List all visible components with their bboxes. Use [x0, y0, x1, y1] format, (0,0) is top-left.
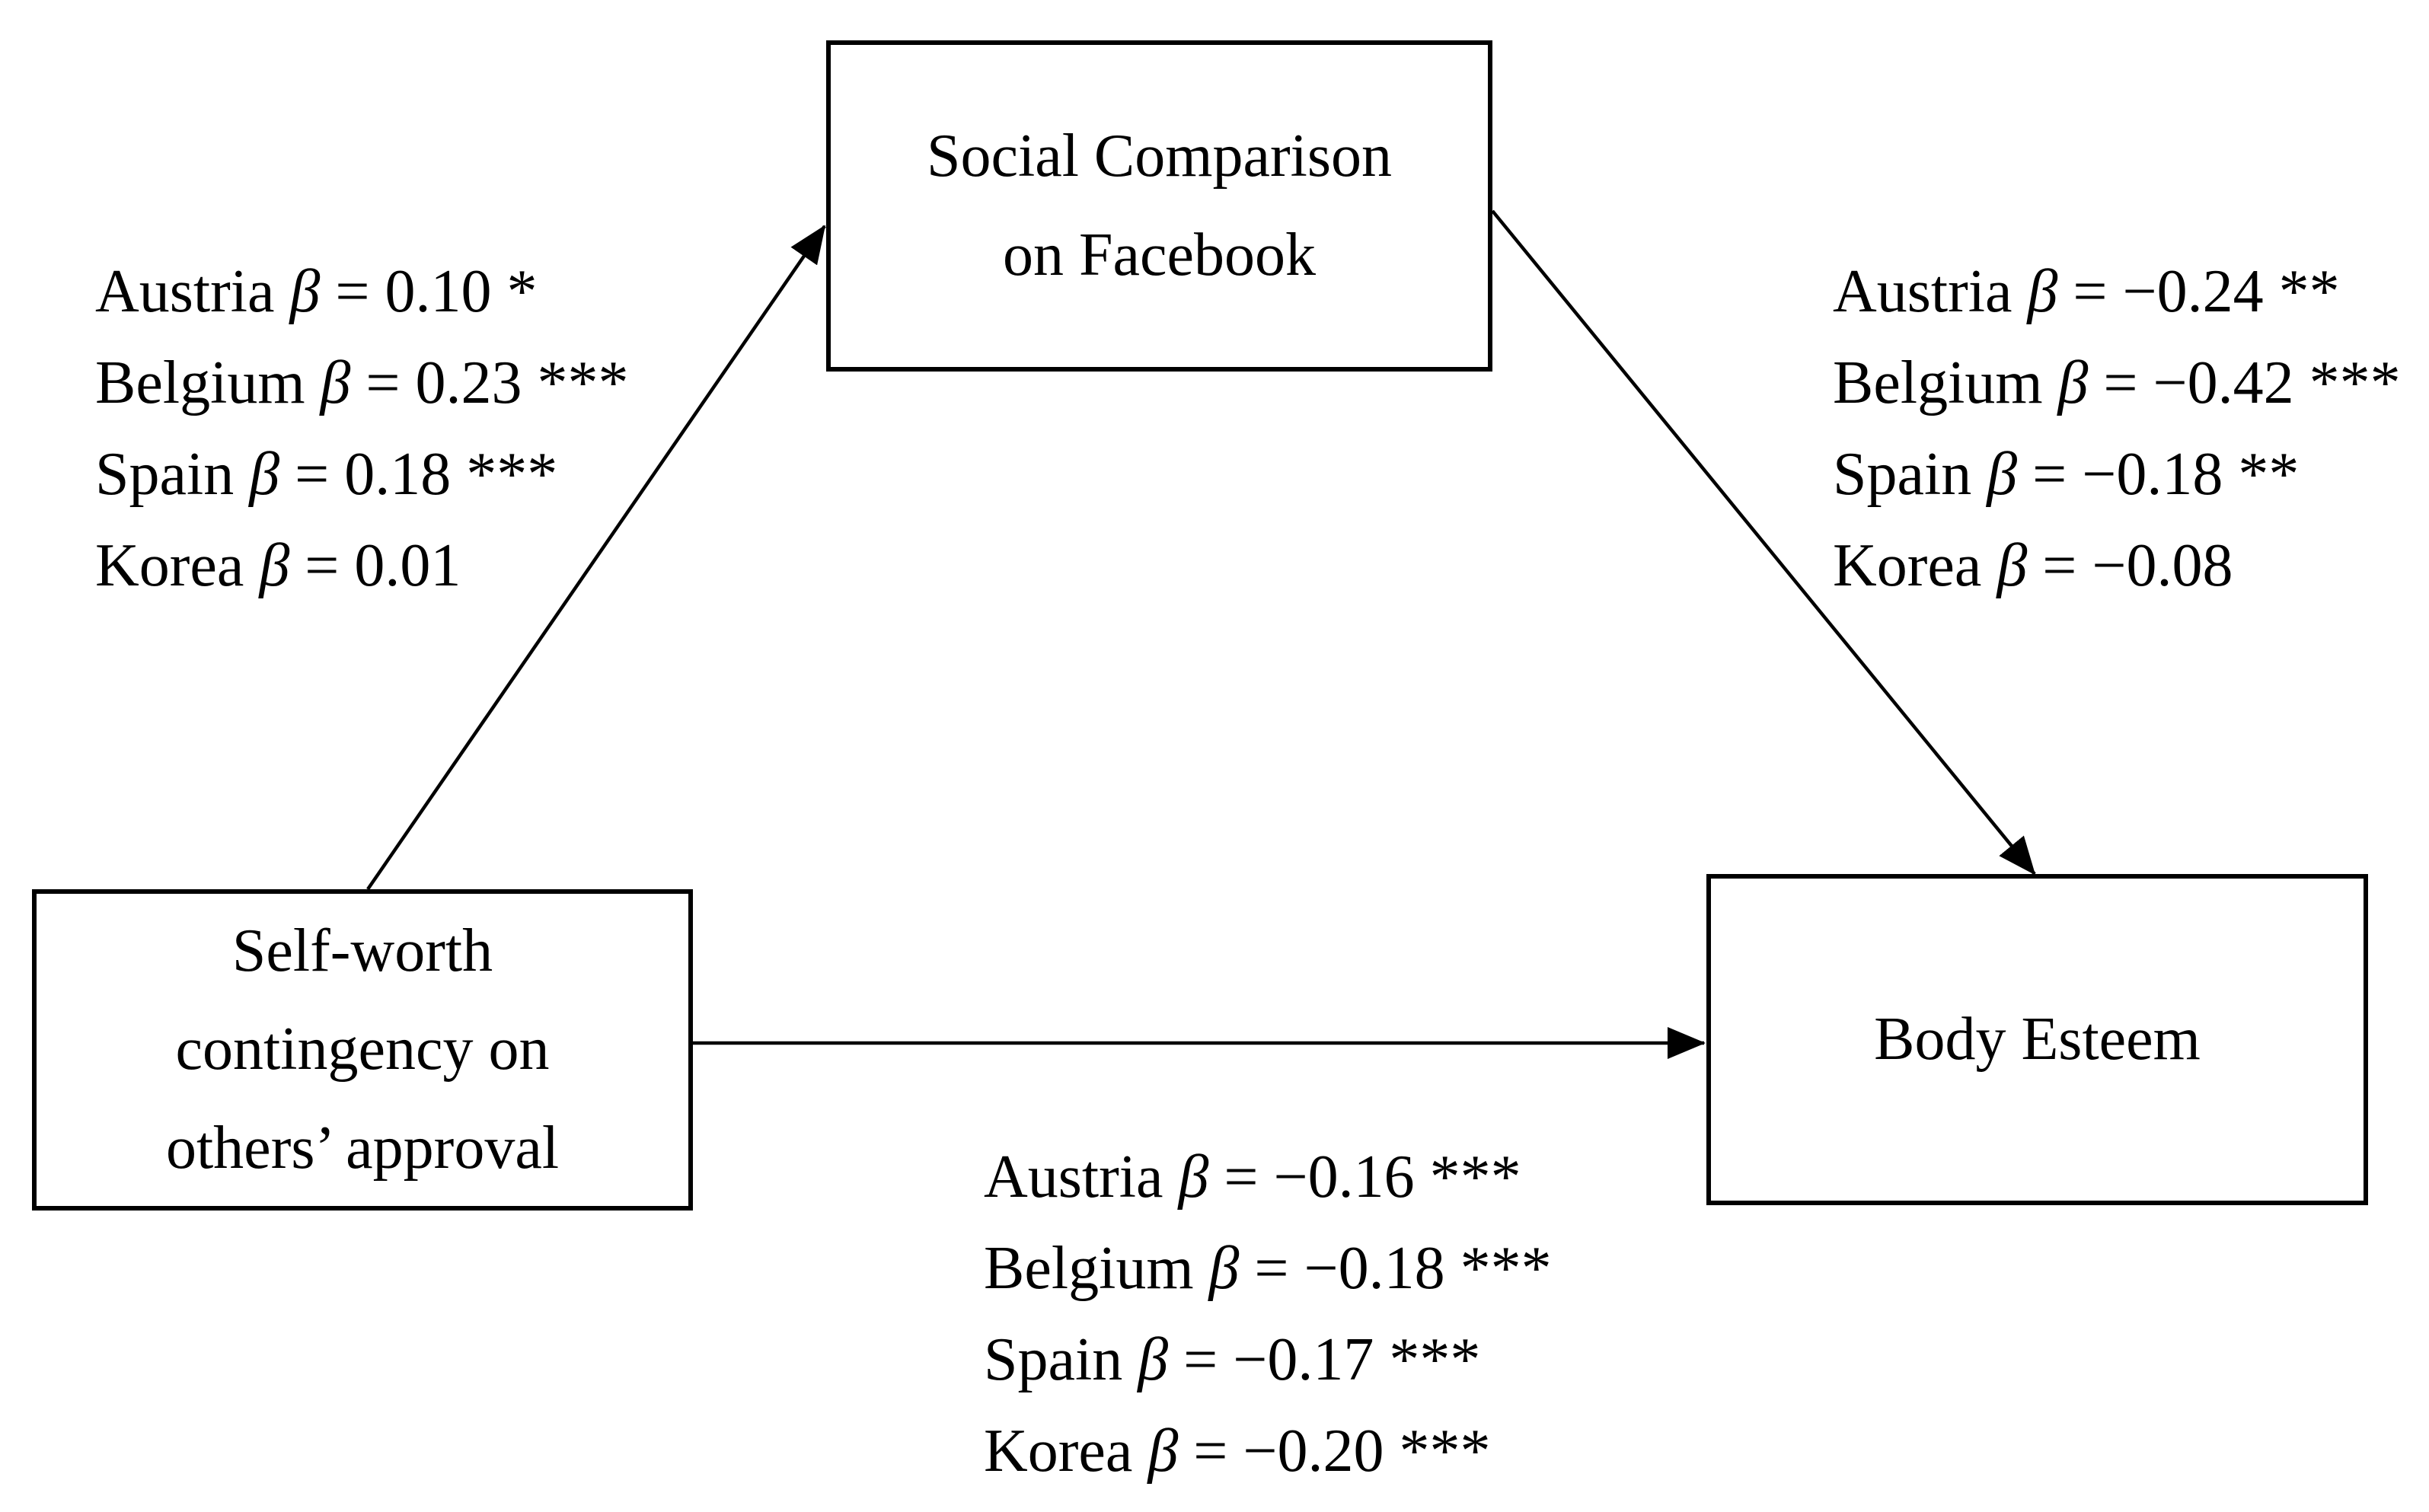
coefficient-value: = 0.18 *** — [295, 441, 558, 508]
coefficient-value: = −0.16 *** — [1224, 1144, 1521, 1211]
beta-symbol: β — [1208, 1235, 1240, 1302]
country-label: Austria — [1833, 258, 2012, 325]
coef-line-belgium: Belgium β = −0.42 *** — [1833, 337, 2401, 429]
coefficient-value: = 0.10 * — [335, 258, 538, 325]
country-label: Austria — [95, 258, 275, 325]
coef-line-korea: Korea β = −0.20 *** — [984, 1405, 1552, 1497]
coef-line-korea: Korea β = 0.01 — [95, 520, 629, 611]
c-path-coefficients: Austria β = −0.16 *** Belgium β = −0.18 … — [984, 1131, 1552, 1497]
node-label-line: Body Esteem — [1874, 1005, 2201, 1073]
coefficient-value: = −0.17 *** — [1183, 1326, 1481, 1393]
coef-line-austria: Austria β = 0.10 * — [95, 246, 629, 337]
country-label: Spain — [984, 1326, 1123, 1393]
coef-line-spain: Spain β = −0.17 *** — [984, 1314, 1552, 1405]
beta-symbol: β — [1987, 441, 2018, 508]
coef-line-austria: Austria β = −0.16 *** — [984, 1131, 1552, 1223]
arrow-b-path — [1491, 209, 2036, 876]
coefficient-value: = −0.20 *** — [1193, 1418, 1491, 1485]
node-label-line: Self-worth — [231, 917, 493, 984]
node-label-line: Social Comparison — [926, 122, 1393, 190]
beta-symbol: β — [259, 532, 290, 599]
node-label-line: contingency on — [175, 1016, 550, 1083]
country-label: Spain — [1833, 441, 1972, 508]
coefficient-value: = −0.18 ** — [2032, 441, 2300, 508]
coefficient-value: = −0.24 ** — [2073, 258, 2340, 325]
coef-line-spain: Spain β = −0.18 ** — [1833, 429, 2401, 520]
country-label: Spain — [95, 441, 235, 508]
beta-symbol: β — [320, 349, 351, 416]
arrow-a-path — [366, 225, 826, 891]
node-body-esteem: Body Esteem — [1706, 874, 2368, 1205]
b-path-coefficients: Austria β = −0.24 ** Belgium β = −0.42 *… — [1833, 246, 2401, 611]
country-label: Belgium — [984, 1235, 1194, 1302]
country-label: Korea — [1833, 532, 1982, 599]
country-label: Belgium — [95, 349, 305, 416]
country-label: Belgium — [1833, 349, 2043, 416]
coef-line-spain: Spain β = 0.18 *** — [95, 429, 629, 520]
node-self-worth-contingency: Self-worth contingency on others’ approv… — [32, 889, 693, 1211]
coefficient-value: = −0.18 *** — [1254, 1235, 1552, 1302]
coef-line-belgium: Belgium β = 0.23 *** — [95, 337, 629, 429]
beta-symbol: β — [1178, 1144, 1209, 1211]
coef-line-austria: Austria β = −0.24 ** — [1833, 246, 2401, 337]
country-label: Korea — [984, 1418, 1133, 1485]
a-path-coefficients: Austria β = 0.10 * Belgium β = 0.23 *** … — [95, 246, 629, 611]
node-label-line: others’ approval — [165, 1114, 560, 1182]
coef-line-belgium: Belgium β = −0.18 *** — [984, 1223, 1552, 1314]
node-label-line: on Facebook — [1002, 221, 1316, 289]
country-label: Austria — [984, 1144, 1163, 1211]
beta-symbol: β — [1147, 1418, 1179, 1485]
beta-symbol: β — [249, 441, 280, 508]
coefficient-value: = −0.08 — [2042, 532, 2233, 599]
coef-line-korea: Korea β = −0.08 — [1833, 520, 2401, 611]
coefficient-value: = 0.23 *** — [365, 349, 629, 416]
beta-symbol: β — [2057, 349, 2089, 416]
beta-symbol: β — [2027, 258, 2058, 325]
coefficient-value: = −0.42 *** — [2103, 349, 2401, 416]
beta-symbol: β — [1138, 1326, 1169, 1393]
node-social-comparison-on-facebook: Social Comparison on Facebook — [826, 40, 1492, 372]
country-label: Korea — [95, 532, 244, 599]
beta-symbol: β — [289, 258, 321, 325]
beta-symbol: β — [1997, 532, 2028, 599]
coefficient-value: = 0.01 — [305, 532, 461, 599]
